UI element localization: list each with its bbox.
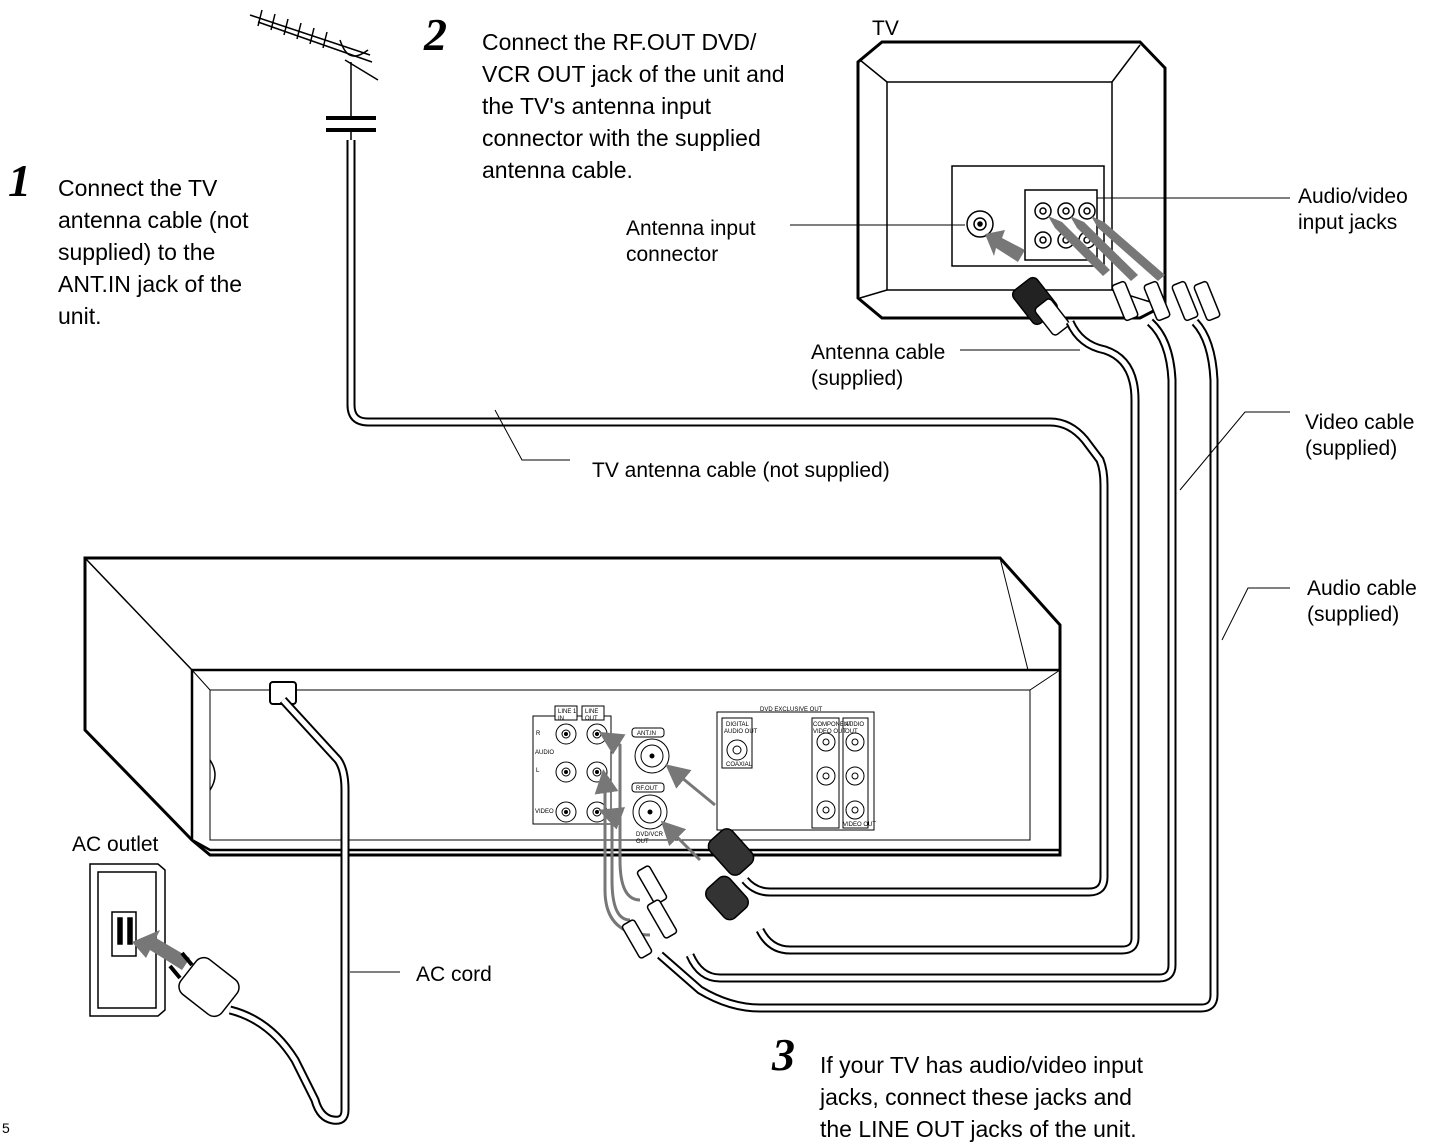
audio-cable-label: Audio cable (supplied) xyxy=(1307,577,1417,626)
ac-cord-label: AC cord xyxy=(416,963,492,986)
step-1-text: Connect the TV antenna cable (not suppli… xyxy=(58,175,249,329)
l-label: L xyxy=(536,768,540,774)
antenna-cable-tv-plug xyxy=(1011,276,1070,336)
tv-antenna-cable-label: TV antenna cable (not supplied) xyxy=(592,459,890,482)
ac-plug-icon xyxy=(168,951,240,1018)
av-input-jacks-label: Audio/video input jacks xyxy=(1298,185,1408,234)
antenna-cable-supplied-label: Antenna cable (supplied) xyxy=(811,341,946,390)
page-number: 5 xyxy=(2,1120,10,1136)
ant-in-label: ANT.IN xyxy=(637,731,656,737)
step-2-number: 2 xyxy=(424,9,447,60)
antenna-input-connector-label: Antenna input connector xyxy=(626,217,756,266)
video-cable-label: Video cable (supplied) xyxy=(1305,411,1415,460)
video-label: VIDEO xyxy=(535,809,554,815)
tv-rear xyxy=(856,40,1167,320)
rear-panel xyxy=(532,705,875,831)
leader-lines xyxy=(350,197,1290,973)
video-out-label: VIDEO OUT xyxy=(843,822,876,828)
ac-outlet-label: AC outlet xyxy=(72,833,159,856)
av-cable-tv-plugs xyxy=(1111,280,1221,322)
r-label: R xyxy=(536,731,541,737)
antenna-icon xyxy=(249,9,379,140)
audio-label: AUDIO xyxy=(535,750,554,756)
digital-label: DIGITAL xyxy=(726,722,750,728)
step-2-text: Connect the RF.OUT DVD/ VCR OUT jack of … xyxy=(482,29,785,183)
rf-out-label: RF.OUT xyxy=(636,786,658,792)
step-1-number: 1 xyxy=(8,155,31,206)
digital-sub-label: AUDIO OUT xyxy=(724,729,758,735)
coaxial-label: COAXIAL xyxy=(726,762,753,768)
plug-in-arrow xyxy=(132,930,190,970)
unit-plugs xyxy=(621,828,755,959)
step-3-text: If your TV has audio/video input jacks, … xyxy=(820,1052,1144,1142)
tv-label: TV xyxy=(872,17,899,40)
step-3-number: 3 xyxy=(772,1029,795,1080)
dvd-exclusive-out-label: DVD EXCLUSIVE OUT xyxy=(760,707,823,713)
tv-connection-arrows xyxy=(985,216,1165,281)
